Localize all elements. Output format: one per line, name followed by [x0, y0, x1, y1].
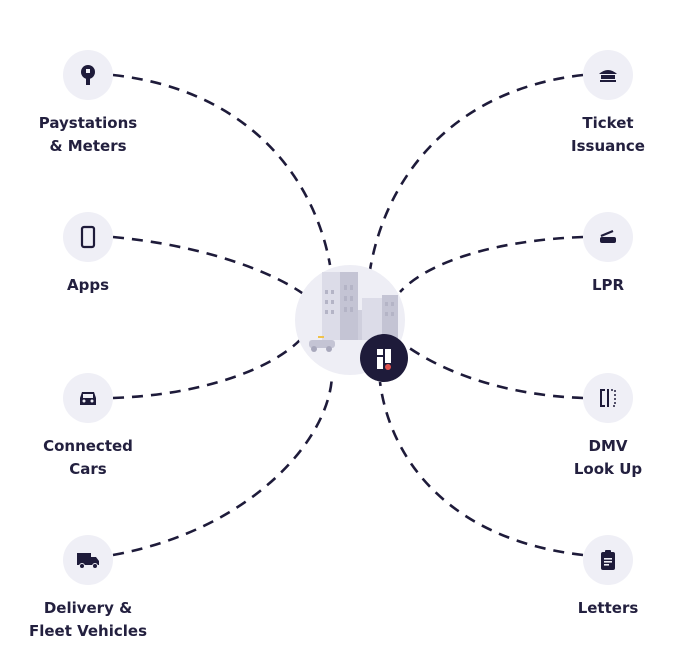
- node-lpr: LPR: [533, 212, 683, 297]
- node-letters: Letters: [533, 535, 683, 620]
- car-icon: [63, 373, 113, 423]
- node-label: Connected Cars: [43, 437, 133, 478]
- node-delivery: Delivery & Fleet Vehicles: [13, 535, 163, 643]
- connector-apps: [112, 235, 306, 297]
- connector-delivery: [112, 374, 334, 557]
- brand-badge-icon: [360, 334, 408, 382]
- connector-paystations: [112, 73, 332, 266]
- node-label: Paystations & Meters: [38, 114, 138, 155]
- parking-meter-icon: [63, 50, 113, 100]
- connector-lpr: [399, 235, 584, 293]
- node-label: LPR: [591, 276, 625, 294]
- lpr-camera-icon: [583, 212, 633, 262]
- node-label: Apps: [66, 276, 109, 294]
- node-label: Ticket Issuance: [571, 114, 645, 155]
- connector-dmv: [404, 343, 584, 400]
- truck-icon: [63, 535, 113, 585]
- node-label: Delivery & Fleet Vehicles: [28, 599, 148, 640]
- connector-cars: [112, 339, 301, 400]
- node-paystations: Paystations & Meters: [13, 50, 163, 158]
- officer-cap-icon: [583, 50, 633, 100]
- connector-ticket: [368, 73, 584, 271]
- node-label: DMV Look Up: [573, 437, 643, 478]
- dmv-lookup-icon: [583, 373, 633, 423]
- node-ticket-issuance: Ticket Issuance: [533, 50, 683, 158]
- node-label: Letters: [577, 599, 639, 617]
- node-dmv-lookup: DMV Look Up: [533, 373, 683, 481]
- clipboard-icon: [583, 535, 633, 585]
- node-connected-cars: Connected Cars: [13, 373, 163, 481]
- smartphone-icon: [63, 212, 113, 262]
- connector-letters: [378, 381, 584, 557]
- node-apps: Apps: [13, 212, 163, 297]
